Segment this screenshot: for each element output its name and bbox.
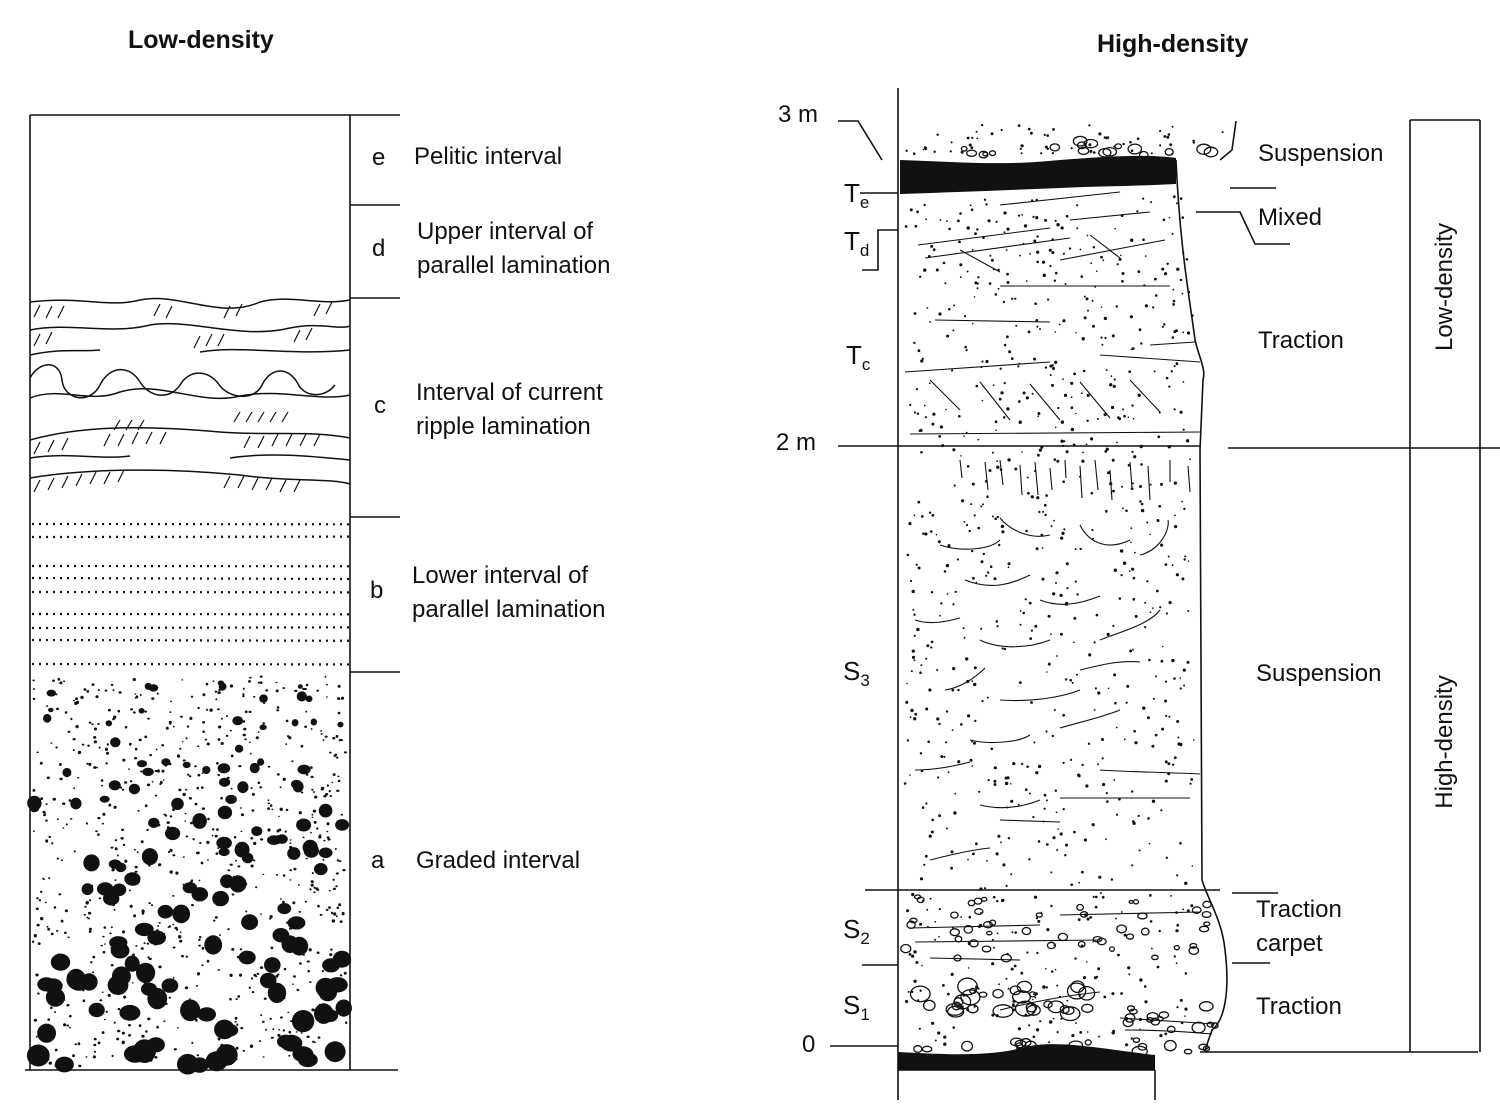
interval-letter-c: c	[374, 392, 386, 419]
division-s1: S1	[843, 990, 870, 1025]
interval-label-e: Pelitic interval	[414, 143, 563, 170]
flow-type-high-density: High-density	[1431, 675, 1458, 809]
interval-letter-b: b	[370, 577, 384, 604]
process-traction-upper: Traction	[1258, 327, 1344, 354]
mud-layer-top	[900, 155, 1176, 194]
mud-layer-base	[898, 1044, 1155, 1070]
interval-label-a: Graded interval	[416, 847, 581, 874]
interval-letter-d: d	[372, 235, 386, 262]
pebbles	[900, 135, 1219, 1058]
sand-stipple	[903, 123, 1224, 1047]
dish-structures	[914, 517, 1201, 861]
interval-letter-a: a	[371, 847, 385, 874]
division-s2: S2	[843, 914, 870, 949]
traction-laminae	[904, 191, 1201, 435]
water-escape-pipes	[959, 459, 1191, 501]
left-column-outline	[25, 114, 400, 1071]
division-s3: S3	[843, 656, 870, 691]
graded-grains	[26, 675, 352, 1075]
ripple-foresets	[33, 301, 333, 493]
division-te: Te	[844, 178, 870, 213]
scale-label-3m: 3 m	[778, 101, 819, 128]
process-mixed: Mixed	[1258, 204, 1323, 231]
interval-letter-e: e	[372, 144, 386, 171]
right-column-outline	[830, 88, 1500, 1100]
ripple-lamination	[29, 297, 351, 485]
process-suspension-mid: Suspension	[1256, 660, 1382, 687]
left-panel-title: Low-density	[128, 26, 274, 54]
process-traction-lower: Traction	[1256, 993, 1342, 1020]
division-td: Td	[844, 226, 870, 261]
scale-label-0: 0	[802, 1031, 816, 1058]
division-tc: Tc	[846, 340, 871, 375]
process-suspension-top: Suspension	[1258, 140, 1384, 167]
flow-type-low-density: Low-density	[1431, 222, 1458, 352]
right-panel-title: High-density	[1097, 30, 1249, 58]
scale-label-2m: 2 m	[776, 429, 817, 456]
parallel-lamination-lower	[31, 522, 351, 666]
